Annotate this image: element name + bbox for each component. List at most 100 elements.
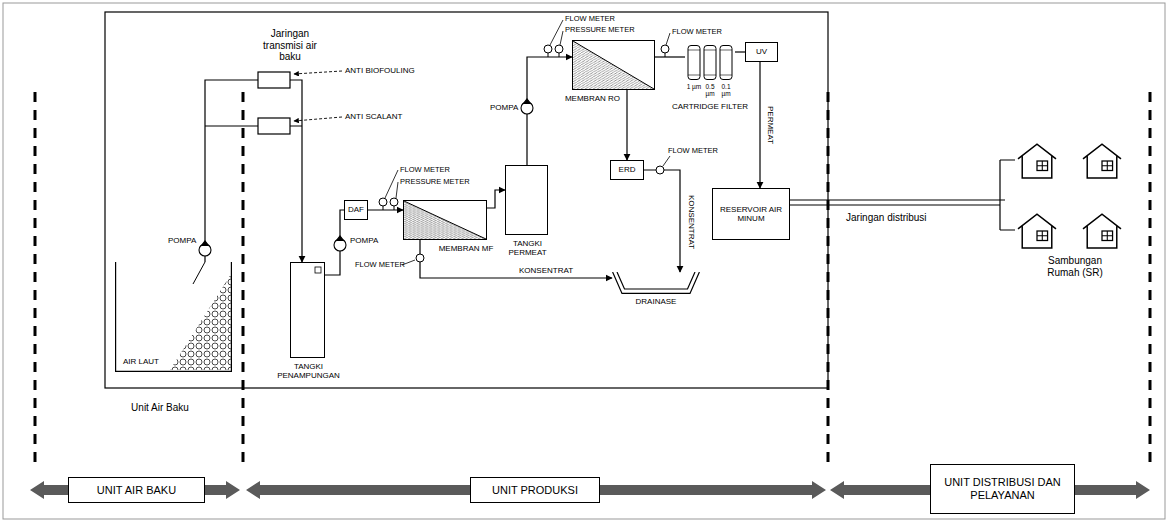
pipe-connector bbox=[527, 57, 572, 165]
cartridge-filter: CARTRIDGE FILTER bbox=[685, 45, 735, 80]
pipe-connector bbox=[420, 240, 612, 278]
annotation-label: PRESSURE METER bbox=[565, 26, 635, 35]
path-shape bbox=[790, 160, 1015, 230]
annotation-label: 1 µm bbox=[687, 83, 702, 90]
node-label: UNIT AIR BAKU bbox=[97, 484, 176, 497]
section-box: UNIT PRODUKSI bbox=[470, 477, 600, 503]
node-label: ERD bbox=[619, 165, 636, 174]
pipe-connector bbox=[735, 51, 745, 52]
path-shape bbox=[193, 262, 205, 284]
node-label: Sambungan Rumah (SR) bbox=[1035, 255, 1115, 278]
rect-shape bbox=[704, 46, 716, 80]
path-shape bbox=[201, 241, 209, 246]
node-label: TANGKI PERMEAT bbox=[503, 239, 553, 257]
node-label: UNIT DISTRIBUSI DAN PELAYANAN bbox=[940, 476, 1065, 501]
line-shape bbox=[394, 206, 395, 210]
drainage-channel: DRAINASE bbox=[612, 272, 700, 294]
pipe-connector bbox=[205, 80, 302, 262]
ro-membrane: MEMBRAN RO bbox=[572, 40, 655, 90]
g-shape bbox=[688, 46, 732, 80]
uv-unit: UV bbox=[745, 42, 778, 62]
pipe-connector bbox=[655, 56, 685, 57]
svg-shape bbox=[404, 201, 486, 239]
svg-shape bbox=[685, 45, 735, 80]
path-shape bbox=[688, 50, 732, 75]
line-shape bbox=[242, 92, 245, 462]
annotation-label: PRESSURE METER bbox=[400, 178, 470, 187]
annotation-label: POMPA bbox=[168, 236, 196, 245]
annotation-label: FLOW METER bbox=[355, 261, 405, 270]
node-label: UNIT PRODUKSI bbox=[492, 484, 578, 497]
annotation-label: POMPA bbox=[490, 103, 518, 112]
line-shape bbox=[666, 33, 670, 45]
annotation-label: Unit Air Baku bbox=[125, 402, 195, 414]
line-shape bbox=[550, 20, 563, 45]
annotation-label: FLOW METER bbox=[672, 28, 722, 37]
node-label: UV bbox=[756, 47, 767, 56]
circle-shape bbox=[656, 166, 664, 174]
polyline-shape bbox=[617, 272, 695, 289]
use-shape bbox=[1018, 144, 1056, 178]
g-shape bbox=[35, 92, 1150, 462]
path-shape bbox=[523, 99, 531, 104]
polygon-shape bbox=[170, 274, 231, 370]
g-shape bbox=[205, 126, 1015, 230]
rect-shape bbox=[105, 12, 828, 388]
storage-tank: TANGKI PENAMPUNGAN bbox=[290, 262, 325, 358]
path-shape bbox=[116, 262, 232, 371]
annotation-label: FLOW METER bbox=[565, 15, 615, 24]
pipe-connector bbox=[626, 90, 627, 160]
edge-label: KONSENTRAT bbox=[686, 194, 695, 250]
annotation-label: FLOW METER bbox=[400, 166, 450, 175]
node-label: TANGKI PENAMPUNGAN bbox=[277, 362, 341, 380]
g-shape bbox=[385, 20, 670, 265]
pipe-connector bbox=[644, 170, 680, 272]
node-label: CARTRIDGE FILTER bbox=[672, 102, 748, 111]
circle-shape bbox=[416, 254, 424, 262]
line-shape bbox=[294, 71, 342, 74]
node-label: MEMBRAN RO bbox=[565, 94, 620, 103]
reservoir: RESERVOIR AIR MINUM bbox=[712, 188, 790, 240]
line-shape bbox=[548, 53, 549, 57]
circle-shape bbox=[555, 45, 563, 53]
daf-unit: DAF bbox=[344, 200, 368, 220]
sea-water-intake: AIR LAUT bbox=[115, 262, 232, 372]
node-label: RESERVOIR AIR MINUM bbox=[716, 205, 786, 223]
g-shape bbox=[294, 71, 342, 121]
polyline-shape bbox=[613, 272, 700, 293]
polygon-shape bbox=[573, 41, 654, 89]
edge-label: KONSENTRAT bbox=[518, 266, 574, 275]
line-shape bbox=[665, 53, 666, 57]
rect-shape bbox=[258, 118, 290, 134]
svg-shape bbox=[291, 263, 326, 359]
svg-shape bbox=[115, 262, 232, 372]
use-shape bbox=[1083, 144, 1121, 178]
edge-label: PERMEAT bbox=[765, 105, 774, 145]
rect-shape bbox=[315, 267, 321, 273]
line-shape bbox=[385, 170, 398, 198]
pipe-connector bbox=[759, 62, 760, 188]
section-box: UNIT DISTRIBUSI DAN PELAYANAN bbox=[930, 464, 1075, 514]
pipe-connector bbox=[368, 209, 403, 210]
rect-shape bbox=[3, 3, 1165, 519]
line-shape bbox=[396, 182, 398, 198]
line-shape bbox=[34, 92, 37, 462]
section-box: UNIT AIR BAKU bbox=[68, 477, 205, 503]
line-shape bbox=[1149, 92, 1152, 462]
svg-shape bbox=[612, 272, 700, 294]
annotation-label: Jaringan transmisi air baku bbox=[262, 28, 318, 63]
line-shape bbox=[559, 53, 560, 57]
mf-membrane: MEMBRAN MF bbox=[403, 200, 487, 240]
svg-shape bbox=[573, 41, 654, 89]
g-shape bbox=[688, 50, 732, 75]
g-shape bbox=[613, 272, 700, 293]
use-shape bbox=[1018, 214, 1056, 248]
rect-shape bbox=[258, 72, 290, 88]
annotation-label: ANTI BIOFOULING bbox=[345, 66, 415, 75]
house-connections: Sambungan Rumah (SR) bbox=[1005, 120, 1145, 285]
annotation-label: POMPA bbox=[350, 236, 378, 245]
node-label: AIR LAUT bbox=[123, 357, 159, 366]
circle-shape bbox=[544, 45, 552, 53]
line-shape bbox=[294, 117, 342, 121]
pipe-connector bbox=[790, 199, 1005, 200]
